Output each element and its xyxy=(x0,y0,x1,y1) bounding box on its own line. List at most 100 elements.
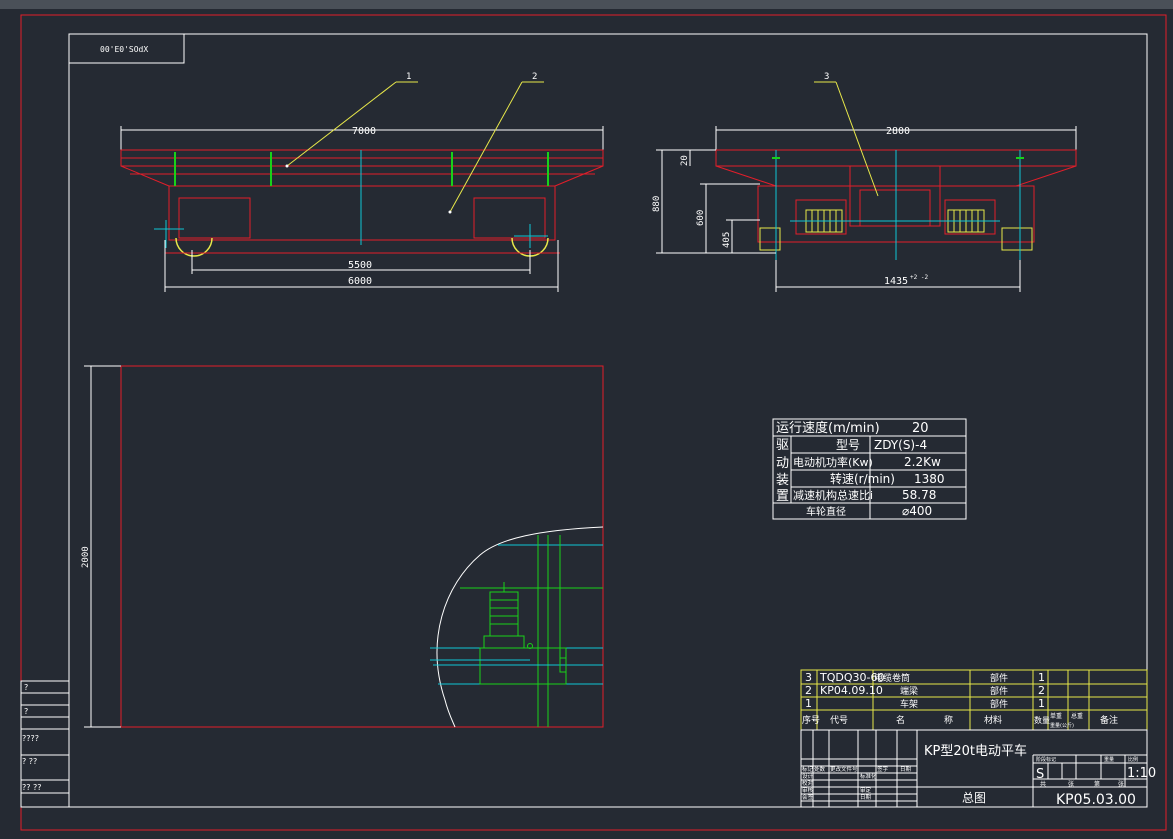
inner-frame xyxy=(68,33,1148,808)
part-3-code: TQDQ30-60 xyxy=(819,671,884,684)
parts-header-name-2: 称 xyxy=(944,714,953,726)
parts-header-weight-sub: 重量(公斤) xyxy=(1050,722,1074,729)
plan-view: 2000 xyxy=(81,365,604,728)
parts-header-total-weight: 总重 xyxy=(1071,712,1083,720)
leader-2: 2 xyxy=(448,72,544,214)
part-3-type: 部件 xyxy=(990,672,1008,684)
leader-1: 1 xyxy=(285,72,418,168)
tb-date: 日期 xyxy=(900,766,912,773)
side-view: 7000 5500 6000 xyxy=(120,126,604,292)
spec-speed-value: 20 xyxy=(912,421,929,436)
part-1-qty: 1 xyxy=(1038,697,1045,710)
window-top-bar xyxy=(0,0,1173,9)
parts-header-unit-weight: 单重 xyxy=(1050,712,1062,720)
dim-end-gauge-tol: +2 -2 xyxy=(910,274,928,281)
side-row-1: ? xyxy=(24,683,28,692)
dim-end-gauge: 1435 xyxy=(884,276,908,287)
spec-speed-label: 运行速度(m/min) xyxy=(776,420,880,436)
header-weight: 重量 xyxy=(1104,756,1114,763)
dim-end-total-height: 880 xyxy=(652,196,662,212)
parts-list-text: 3 TQDQ30-60 电缆卷筒 部件 1 2 KP04.09.10 端梁 部件… xyxy=(802,671,1118,729)
spec-group-4: 置 xyxy=(776,489,789,504)
part-1-no: 1 xyxy=(805,697,812,710)
part-1-name: 车架 xyxy=(900,698,918,710)
tb-approve: 审定 xyxy=(860,786,872,794)
sheet-current: 第 xyxy=(1094,780,1100,788)
parts-header-qty: 数量 xyxy=(1034,715,1050,725)
balloon-2: 2 xyxy=(532,72,537,82)
drawing-title: KP型20t电动平车 xyxy=(924,743,1027,759)
tb-check: 校对 xyxy=(802,779,814,787)
tb-count: 处数 xyxy=(814,765,826,773)
sheet-current-unit: 张 xyxy=(1118,780,1124,788)
side-row-5: ?? ?? xyxy=(22,783,42,792)
part-2-type: 部件 xyxy=(990,685,1008,697)
dim-plan-height: 2000 xyxy=(81,546,91,568)
sheet-total-unit: 张 xyxy=(1068,780,1074,788)
leader-3: 3 xyxy=(814,72,879,197)
parts-header-material: 材料 xyxy=(984,714,1002,726)
part-3-qty: 1 xyxy=(1038,671,1045,684)
header-stage-mark: 阶段标记 xyxy=(1036,756,1056,763)
spec-row-1-label: 型号 xyxy=(836,438,860,452)
dim-end-top-width: 2800 xyxy=(886,126,910,137)
part-2-qty: 2 xyxy=(1038,684,1045,697)
stamp-code: 00'E0'SOdX xyxy=(100,45,148,54)
tb-standard: 标准化 xyxy=(860,772,877,780)
dim-side-wheel-base: 5500 xyxy=(348,260,372,271)
dim-side-top-width: 7000 xyxy=(352,126,376,137)
drawing-name: 总图 xyxy=(962,791,986,805)
outer-frame xyxy=(20,14,1167,831)
drawing-scale: 1:10 xyxy=(1127,766,1156,781)
part-2-no: 2 xyxy=(805,684,812,697)
balloon-3: 3 xyxy=(824,72,829,82)
drawing-stage: S xyxy=(1036,767,1044,782)
left-side-box-text: ? ? ???? ? ?? ?? ?? xyxy=(22,683,42,792)
parts-header-remark: 备注 xyxy=(1100,714,1118,726)
tb-design: 设计 xyxy=(802,772,814,780)
parts-list xyxy=(800,669,1148,731)
spec-row-2-value: 2.2Kw xyxy=(904,455,941,469)
spec-row-4-label: 减速机构总速比i xyxy=(793,488,873,502)
spec-table xyxy=(772,418,967,520)
spec-row-1-value: ZDY(S)-4 xyxy=(874,438,927,452)
dim-end-a: 20 xyxy=(680,155,690,166)
side-row-4: ? ?? xyxy=(22,757,37,766)
balloon-1: 1 xyxy=(406,72,411,82)
tb-change-doc: 更改文件号 xyxy=(830,765,858,773)
spec-wheel-label: 车轮直径 xyxy=(806,505,846,518)
parts-header-code: 代号 xyxy=(830,715,848,726)
spec-wheel-value: ⌀400 xyxy=(902,504,932,518)
spec-group-1: 驱 xyxy=(776,438,789,453)
side-row-3: ???? xyxy=(22,734,39,743)
title-block xyxy=(800,729,1148,808)
tb-review: 审核 xyxy=(802,786,814,794)
parts-header-no: 序号 xyxy=(802,714,820,726)
part-3-no: 3 xyxy=(805,671,812,684)
left-side-box xyxy=(20,680,70,808)
stamp-box: 00'E0'SOdX xyxy=(68,33,185,64)
part-2-name: 端梁 xyxy=(900,685,918,697)
title-block-text: KP型20t电动平车 总图 KP05.03.00 1:10 S 阶段标记 重量 … xyxy=(802,743,1156,808)
tb-countersign: 会签 xyxy=(802,793,814,801)
tb-date-2: 日期 xyxy=(860,794,872,801)
dim-end-low: 405 xyxy=(722,232,732,248)
parts-header-name-1: 名 xyxy=(896,714,905,726)
dim-side-total-length: 6000 xyxy=(348,276,372,287)
dim-end-mid-height: 600 xyxy=(696,210,706,226)
end-view: 2800 880 xyxy=(652,126,1077,292)
spec-group-2: 动 xyxy=(776,456,789,471)
tb-mark: 标记 xyxy=(802,765,814,773)
spec-table-text: 运行速度(m/min) 20 驱 动 装 置 型号 ZDY(S)-4 电动机功率… xyxy=(776,420,945,518)
spec-row-3-label: 转速(r/min) xyxy=(830,471,895,486)
header-scale: 比例 xyxy=(1128,756,1138,763)
spec-group-3: 装 xyxy=(776,473,789,488)
side-row-2: ? xyxy=(24,707,28,716)
part-3-name: 电缆卷筒 xyxy=(874,672,910,684)
spec-row-2-label: 电动机功率(Kw) xyxy=(793,455,873,469)
part-2-code: KP04.09.10 xyxy=(820,684,883,697)
spec-row-4-value: 58.78 xyxy=(902,488,936,502)
spec-row-3-value: 1380 xyxy=(914,472,945,486)
tb-sign: 签字 xyxy=(877,765,889,773)
